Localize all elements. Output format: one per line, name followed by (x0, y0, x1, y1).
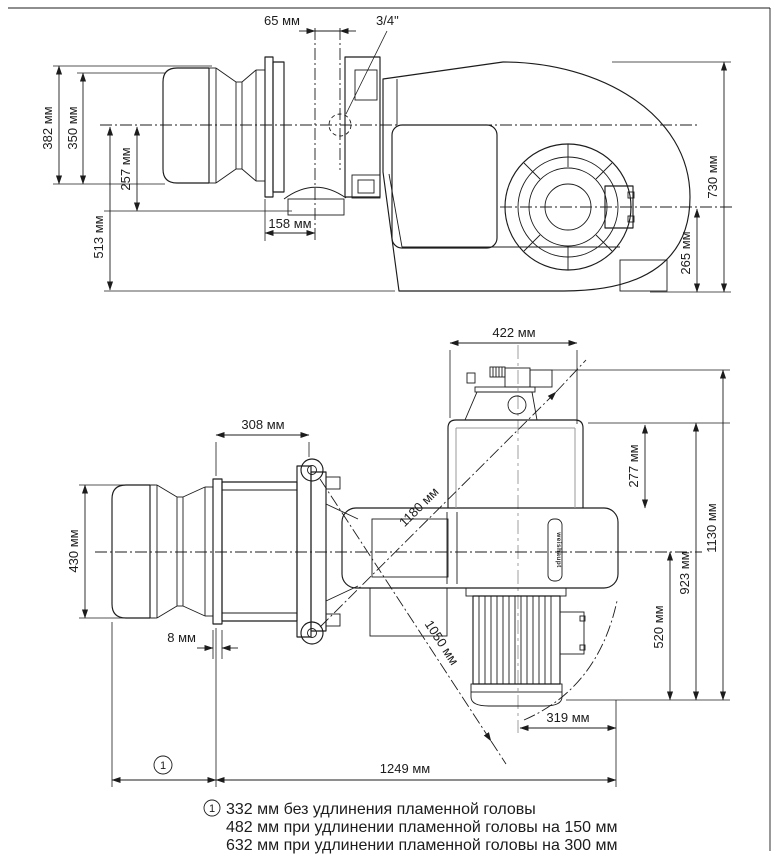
dim-8mm: 8 мм (167, 630, 196, 645)
dim-265mm: 265 мм (678, 231, 693, 274)
dim-308mm: 308 мм (241, 417, 284, 432)
dim-422mm: 422 мм (492, 325, 535, 340)
dim-350mm: 350 мм (65, 106, 80, 149)
swing-arc (523, 600, 618, 721)
air-intake-box (447, 419, 584, 508)
dim-382mm: 382 мм (40, 106, 55, 149)
mounting-flange (212, 478, 223, 625)
front-plate (344, 56, 381, 198)
dim-513mm: 513 мм (91, 215, 106, 258)
dim-1249mm: 1249 мм (380, 761, 430, 776)
hinged-flange (296, 465, 312, 638)
gas-fitting (354, 69, 378, 101)
nameplate (547, 518, 563, 582)
left-component-box (369, 587, 448, 637)
side-view-machine (100, 28, 732, 292)
dim-319mm: 319 мм (546, 710, 589, 725)
hinge-lug-bottom (300, 621, 324, 645)
footnote-marker-circle (203, 799, 221, 817)
flame-tube (162, 67, 209, 184)
motor (465, 587, 586, 707)
fan-scroll-housing (382, 61, 691, 292)
dim-520mm: 520 мм (651, 605, 666, 648)
ref-marker-1: 1 (160, 760, 166, 772)
front-view-dimensions: 1180 мм 1050 мм 422 мм 308 мм 430 мм (66, 325, 730, 787)
ref-marker-circle (153, 755, 173, 775)
dim-1180mm: 1180 мм (396, 484, 442, 530)
side-view: 65 мм 3/4" 382 мм 350 мм 257 мм 513 мм 1… (40, 13, 732, 293)
support-bracket (283, 186, 347, 200)
dim-158mm: 158 мм (268, 216, 311, 231)
footnote-line-2: 482 мм при удлинении пламенной головы на… (226, 819, 617, 836)
foot (619, 259, 668, 292)
dim-1050mm: 1050 мм (422, 617, 462, 667)
dim-257mm: 257 мм (118, 147, 133, 190)
hinge-lug-top (300, 458, 324, 482)
page-border (8, 7, 771, 851)
control-box (391, 124, 498, 249)
dim-923mm: 923 мм (677, 551, 692, 594)
motor-terminal-box (559, 611, 585, 655)
air-damper-servo (464, 366, 553, 421)
tube (221, 481, 298, 622)
dim-1130mm: 1130 мм (704, 503, 719, 553)
flange (264, 56, 274, 198)
dim-65mm: 65 мм (264, 13, 300, 28)
dim-277mm: 277 мм (626, 444, 641, 487)
side-view-dimensions: 65 мм 3/4" 382 мм 350 мм 257 мм 513 мм 1… (40, 13, 731, 293)
dim-3-4-inch: 3/4" (376, 13, 399, 28)
dim-430mm: 430 мм (66, 529, 81, 572)
footnote-line-3: 632 мм при удлинении пламенной головы на… (226, 837, 617, 854)
footnote-line-1: 332 мм без удлинения пламенной головы (226, 801, 536, 818)
front-view: weishaupt (66, 325, 730, 787)
flame-head (111, 484, 150, 619)
dim-730mm: 730 мм (705, 155, 720, 198)
nameplate-logo: weishaupt (555, 531, 562, 568)
footnote-marker: 1 (209, 803, 215, 815)
footnote: 1 332 мм без удлинения пламенной головы … (203, 799, 617, 854)
front-view-machine: weishaupt (95, 345, 702, 733)
